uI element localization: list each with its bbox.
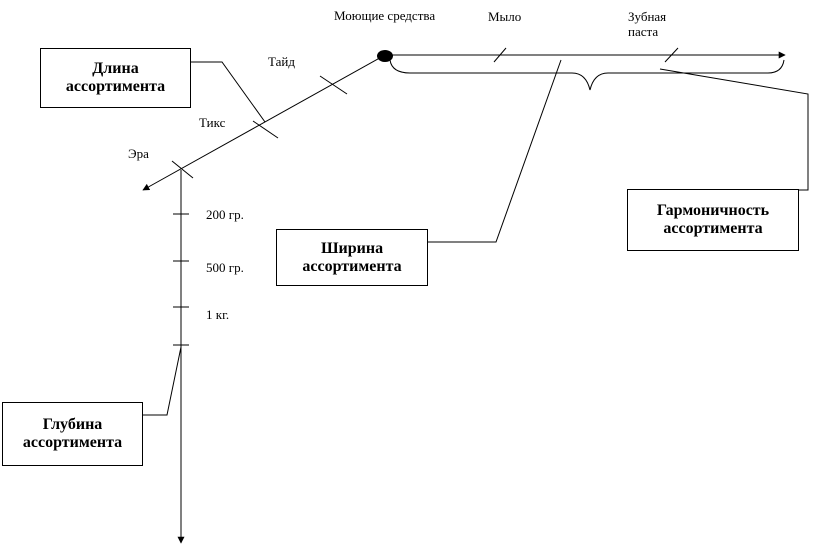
length-axis-arrow [142,54,386,191]
length-box-line2: ассортимента [65,78,166,95]
width-box: Ширина ассортимента [276,229,428,286]
harmony-leader [659,68,809,191]
tick-soap [493,47,507,63]
harmony-box-line1: Гармоничность [656,202,770,219]
size-200-label: 200 гр. [206,207,244,222]
depth-leader [143,346,182,416]
origin-dot [377,50,393,62]
size-1kg-label: 1 кг. [206,307,230,322]
origin-label: Моющие средства [334,8,435,23]
toothpaste-label: Зубная паста [628,9,667,39]
length-box-line1: Длина [92,60,139,77]
depth-box: Глубина ассортимента [2,402,143,466]
depth-box-line1: Глубина [42,416,103,433]
depth-box-line2: ассортимента [22,434,123,451]
harmony-box: Гармоничность ассортимента [627,189,799,251]
tick-toothpaste [664,47,679,63]
origin-text: Моющие средства [334,8,436,23]
tide-label: Тайд [268,54,295,69]
tick-tide [319,75,348,95]
length-leader [190,61,266,123]
width-box-line1: Ширина [320,239,384,257]
tick-era [171,160,194,179]
width-box-line2: ассортимента [302,257,402,275]
size-500-label: 500 гр. [206,260,244,275]
soap-label: Мыло [488,9,522,24]
tix-label: Тикс [199,115,226,130]
era-label: Эра [128,146,149,161]
harmony-brace [389,59,785,91]
harmony-box-line2: ассортимента [663,220,763,237]
length-box: Длина ассортимента [40,48,191,108]
width-leader [428,59,562,243]
tick-tix [252,120,279,139]
